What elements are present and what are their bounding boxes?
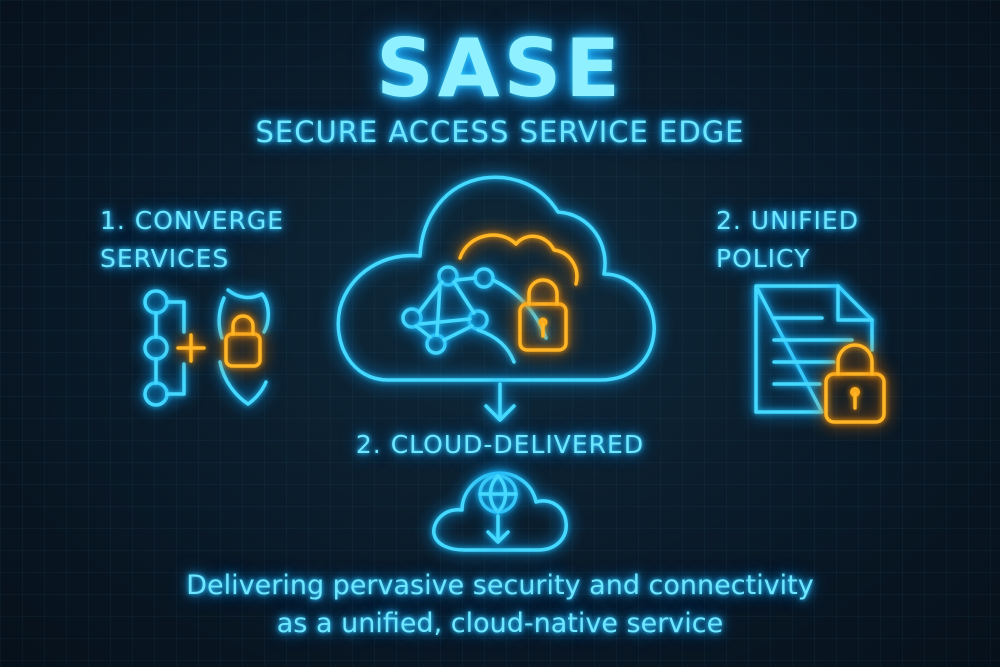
pillar-cloud-label: 2. CLOUD-DELIVERED bbox=[355, 430, 645, 459]
page-subtitle: SECURE ACCESS SERVICE EDGE bbox=[255, 115, 745, 149]
arrow-down-icon bbox=[484, 382, 516, 422]
globe-cloud-download-icon bbox=[432, 471, 568, 552]
shield-lock-icon bbox=[217, 288, 270, 406]
cloud-icon bbox=[336, 175, 656, 382]
padlock-icon bbox=[824, 343, 886, 424]
tagline-line2: as a unified, cloud-native service bbox=[276, 608, 724, 639]
pillar-policy-label: 2. UNIFIED POLICY bbox=[716, 202, 859, 278]
pillar-policy-line1: 2. UNIFIED bbox=[716, 206, 859, 235]
pillar-converge-label: 1. CONVERGE SERVICES bbox=[100, 202, 284, 278]
pillar-converge-line2: SERVICES bbox=[100, 244, 230, 273]
plus-icon bbox=[176, 333, 206, 363]
tagline: Delivering pervasive security and connec… bbox=[0, 567, 1000, 643]
node-chain-icon bbox=[143, 289, 186, 407]
network-nodes-icon bbox=[401, 265, 548, 364]
converge-services-icon bbox=[143, 288, 270, 407]
pillar-policy-line2: POLICY bbox=[716, 244, 811, 273]
policy-document-icon bbox=[754, 284, 886, 424]
pillar-converge-line1: 1. CONVERGE bbox=[100, 206, 285, 235]
tagline-line1: Delivering pervasive security and connec… bbox=[186, 570, 814, 601]
page-title: SASE bbox=[376, 22, 624, 115]
padlock-icon bbox=[518, 278, 568, 352]
